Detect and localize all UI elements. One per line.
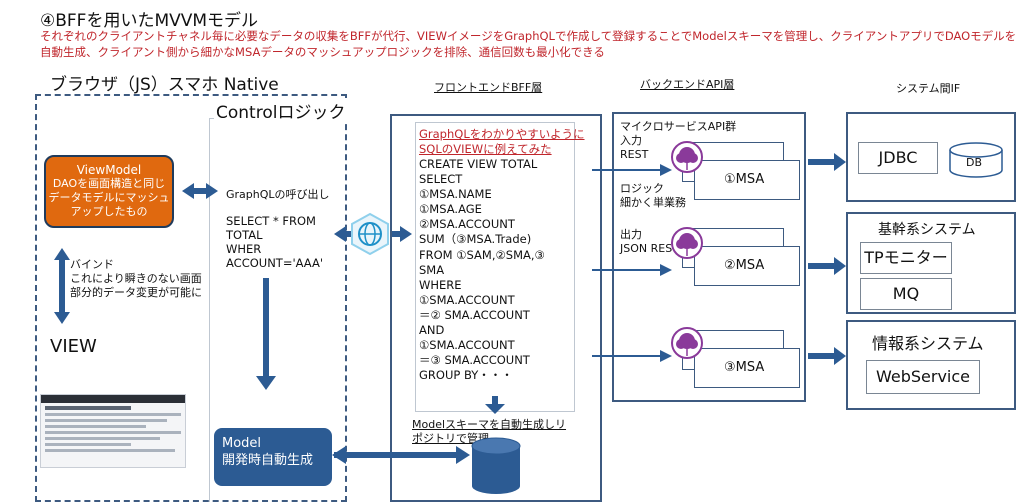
bff-layer-label: フロントエンドBFF層	[434, 81, 543, 94]
model-gen-line: ポジトリで管理	[412, 432, 489, 445]
page-description: それぞれのクライアントチャネル毎に必要なデータの収集をBFFが代行、VIEWイメ…	[40, 29, 1017, 59]
backend-text-line: 細かく単業務	[620, 196, 686, 209]
msa-2-label: ②MSA	[724, 258, 765, 273]
mq-label: MQ	[860, 278, 952, 310]
jdbc-db-label: DB	[966, 156, 983, 169]
model-gen-line: Modelスキーマを自動生成しリ	[412, 418, 567, 431]
backend-text-line: 入力	[620, 134, 642, 147]
viewmodel-line: データモデルにマッシュ	[48, 191, 170, 204]
backend-text-line: マイクロサービスAPI群	[620, 120, 737, 133]
graphql-globe-icon	[351, 212, 389, 256]
model-line: 開発時自動生成	[222, 453, 314, 468]
create-view-code: CREATE VIEW TOTAL SELECT ①MSA.NAME ①MSA.…	[419, 157, 545, 383]
api-cloud-icon	[671, 227, 703, 259]
backend-text-line: ロジック	[620, 182, 664, 195]
backend-output-text: 出力 JSON REST	[620, 228, 679, 256]
msa-2-box	[694, 246, 800, 286]
bind-line: バインド	[70, 258, 114, 271]
webservice-label: WebService	[866, 360, 980, 394]
backend-text-line: REST	[620, 148, 649, 161]
viewmodel-line: DAOを画面構造と同じ	[52, 177, 166, 190]
info-system-title: 情報系システム	[872, 334, 984, 353]
control-logic-label: Controlロジック	[214, 98, 348, 123]
bff-note: GraphQLをわかりやすいように SQLのVIEWに例えてみた	[419, 127, 585, 157]
viewmodel-line: アップしたもの	[70, 205, 148, 218]
bind-line: 部分的データ変更が可能に	[70, 286, 202, 299]
model-line: Model	[222, 436, 262, 451]
api-cloud-icon	[671, 141, 703, 173]
core-system-title: 基幹系システム	[878, 222, 976, 238]
bind-line: これにより瞬きのない画面	[70, 272, 202, 285]
select-query-code: SELECT * FROM TOTAL WHER ACCOUNT='AAA'	[226, 214, 324, 270]
api-cloud-icon	[671, 327, 703, 359]
model-box: Model 開発時自動生成	[214, 428, 332, 486]
viewmodel-line: ViewModel	[76, 163, 142, 177]
tp-monitor-label: TPモニター	[860, 242, 952, 274]
msa-3-box	[694, 348, 800, 388]
viewmodel-box: ViewModel DAOを画面構造と同じ データモデルにマッシュ アップしたも…	[44, 155, 174, 228]
backend-text-line: JSON REST	[620, 242, 679, 255]
model-schema-generation-label: Modelスキーマを自動生成しリ ポジトリで管理	[412, 418, 566, 446]
bind-description: バインド これにより瞬きのない画面 部分的データ変更が可能に	[70, 258, 202, 300]
backend-input-text: マイクロサービスAPI群 入力 REST	[620, 120, 736, 162]
system-if-label: システム間IF	[896, 82, 961, 95]
view-screenshot-thumbnail	[40, 394, 186, 468]
bff-container	[390, 114, 602, 502]
backend-layer-label: バックエンドAPI層	[640, 78, 735, 91]
backend-text-line: 出力	[620, 228, 642, 241]
view-label: VIEW	[50, 336, 97, 357]
msa-3-label: ③MSA	[724, 360, 765, 375]
backend-logic-text: ロジック 細かく単業務	[620, 182, 686, 210]
graphql-call-label: GraphQLの呼び出し	[226, 188, 330, 201]
bff-note-line: SQLのVIEWに例えてみた	[419, 142, 552, 156]
msa-1-box	[694, 160, 800, 200]
browser-layer-label: ブラウザ（JS）スマホ Native	[50, 75, 279, 95]
msa-1-label: ①MSA	[724, 172, 765, 187]
backend-container	[612, 112, 806, 402]
jdbc-label: JDBC	[858, 142, 938, 174]
page-title: ④BFFを用いたMVVMモデル	[40, 11, 259, 31]
bff-note-line: GraphQLをわかりやすいように	[419, 127, 585, 141]
browser-container	[35, 94, 347, 502]
